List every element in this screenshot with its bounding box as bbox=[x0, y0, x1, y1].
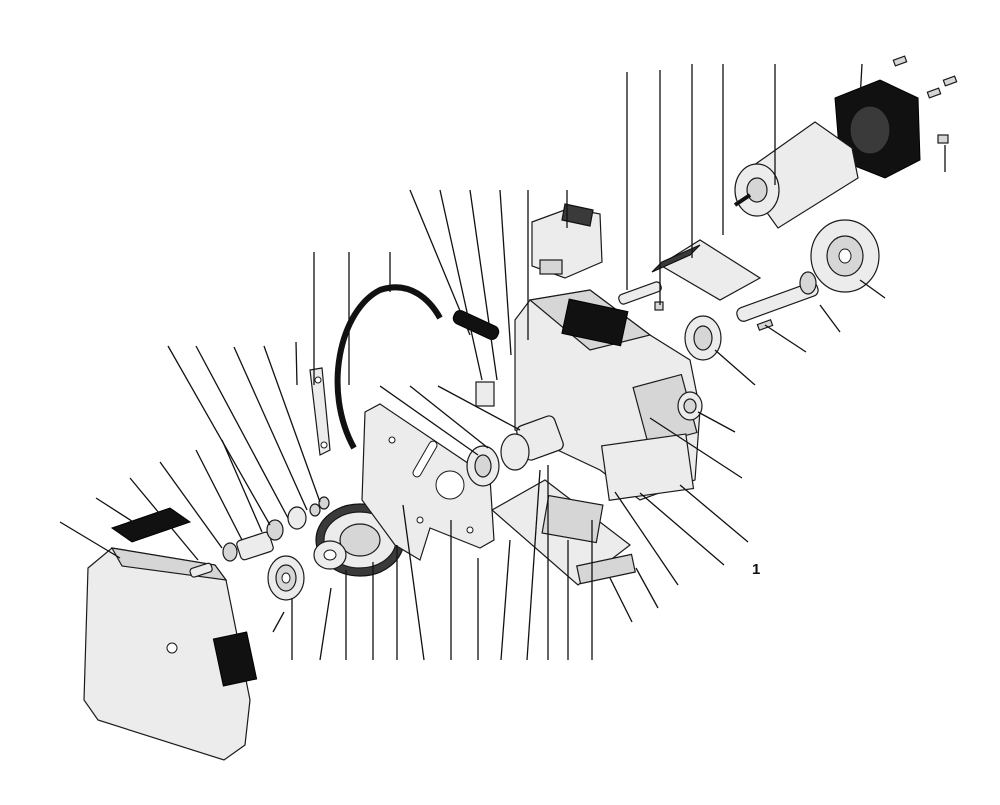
ignition-transformer bbox=[531, 203, 603, 279]
cover-nameplate bbox=[110, 507, 192, 543]
callout-number: 1 bbox=[752, 561, 760, 578]
small-pulley bbox=[267, 555, 305, 601]
electric-motor bbox=[733, 121, 859, 229]
blast-tube bbox=[500, 415, 564, 471]
burner-housing bbox=[514, 289, 701, 501]
bearing-large bbox=[684, 315, 722, 361]
screw-set-left bbox=[189, 496, 330, 578]
nozzle-flange bbox=[466, 445, 500, 487]
slide-plate bbox=[490, 479, 631, 586]
adjustment-knob bbox=[677, 391, 703, 421]
air-damper bbox=[651, 239, 762, 301]
drive-shaft bbox=[618, 271, 819, 322]
ignition-cable bbox=[334, 284, 500, 450]
fan-wheel bbox=[810, 219, 880, 293]
leader-lines bbox=[59, 63, 946, 661]
burner-cover bbox=[83, 547, 258, 761]
bracket-strip bbox=[309, 367, 331, 456]
clamp-bracket bbox=[475, 381, 495, 407]
mounting-plate bbox=[361, 403, 495, 561]
